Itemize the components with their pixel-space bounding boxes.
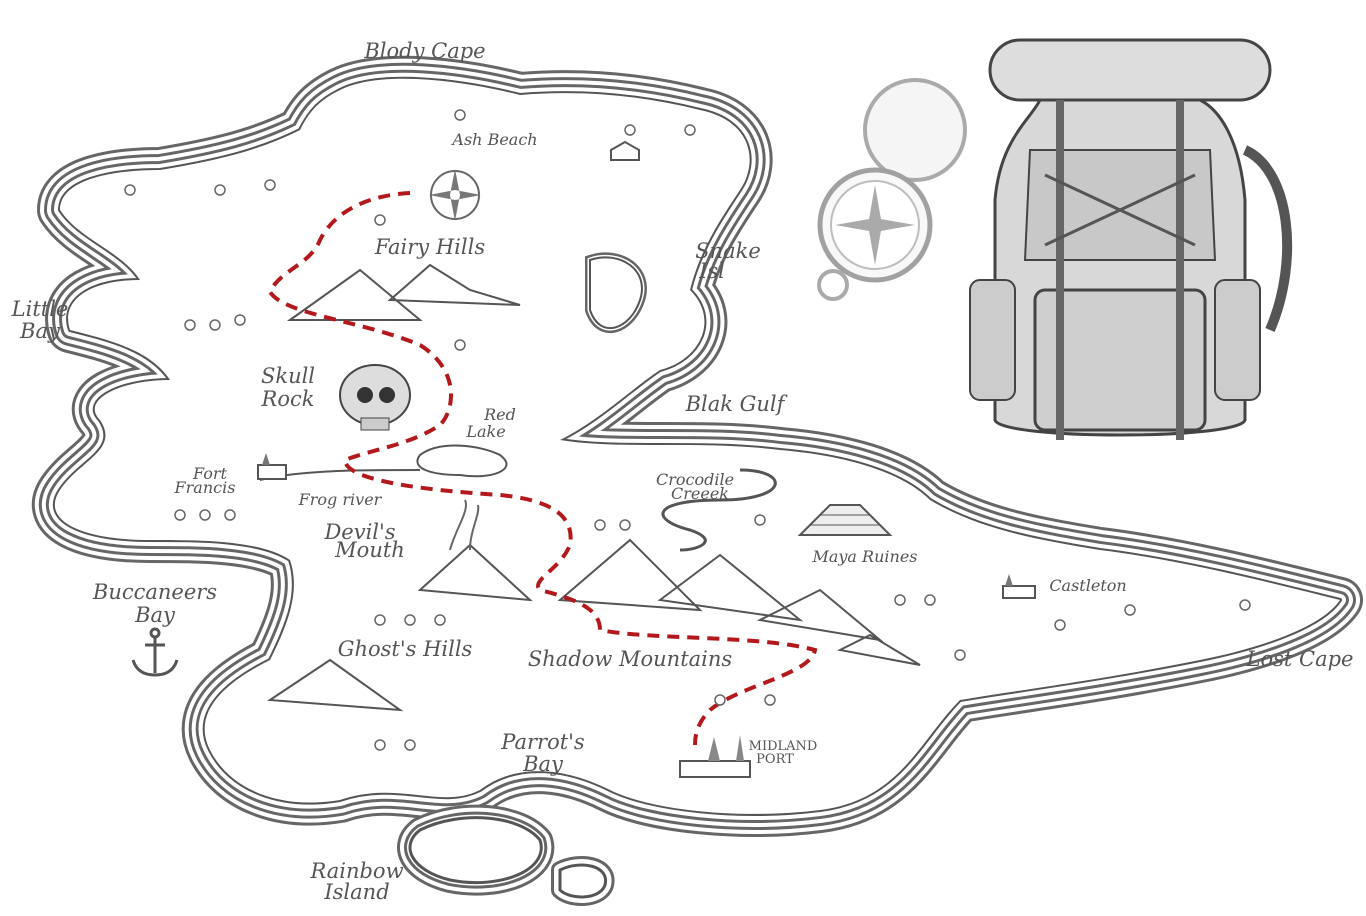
backpack-icon [969,38,1293,440]
label-little-bay: Bay [19,319,61,343]
label-parrots-bay: Bay [522,752,564,776]
label-frog-river: Frog river [298,490,383,509]
label-devils-mouth: Devil's [323,520,395,544]
label-crocodile-creek: Creeek [671,484,729,503]
label-snake-isl: Isl [698,259,725,283]
anchor-icon [131,627,179,677]
label-buccaneers-bay: Bay [134,603,176,627]
label-shadow-mountains: Shadow Mountains [528,647,733,671]
label-snake-isl: Snake [695,239,761,263]
label-ash-beach: Ash Beach [450,130,537,149]
trees [124,109,1251,751]
crocodile-creek [661,468,777,552]
label-buccaneers-bay: Buccaneers [92,580,217,604]
label-midland-port: MIDLAND [749,739,818,754]
label-red-lake: Red [483,405,516,424]
label-skull-rock: Rock [261,387,315,411]
skull-icon [339,364,411,431]
label-rainbow-island: Rainbow [309,859,403,883]
label-fairy-hills: Fairy Hills [374,235,485,259]
label-maya-ruines: Maya Ruines [811,547,917,566]
label-rainbow-island: Island [323,880,389,904]
label-fort-francis: Francis [174,478,236,497]
compass-icon [817,78,967,301]
label-parrots-bay: Parrot's [500,730,585,754]
label-blak-gulf: Blak Gulf [685,392,788,416]
label-skull-rock: Skull [261,364,315,388]
house-icon [610,140,640,161]
label-blody-cape: Blody Cape [363,39,485,63]
label-fort-francis: Fort [192,464,228,483]
label-ghosts-hills: Ghost's Hills [338,637,473,661]
label-midland-port: PORT [756,752,794,767]
fort-icon [257,453,287,480]
label-castleton: Castleton [1049,576,1126,595]
mountains [267,263,921,712]
map-labels: Blody Cape Ash Beach Fairy Hills Snake I… [11,39,1354,904]
red-lake [416,444,508,478]
treasure-route [267,191,818,746]
label-red-lake: Lake [465,422,505,441]
castle-icon [1002,574,1036,599]
label-devils-mouth: Mouth [334,538,405,562]
church-icon [679,735,751,778]
compass-rose-icon [429,169,481,221]
volcano-icon [449,499,480,551]
label-crocodile-creek: Crocodile [656,470,734,489]
label-lost-cape: Lost Cape [1246,647,1354,671]
pyramid-icon [797,504,893,536]
label-little-bay: Little [11,297,69,321]
